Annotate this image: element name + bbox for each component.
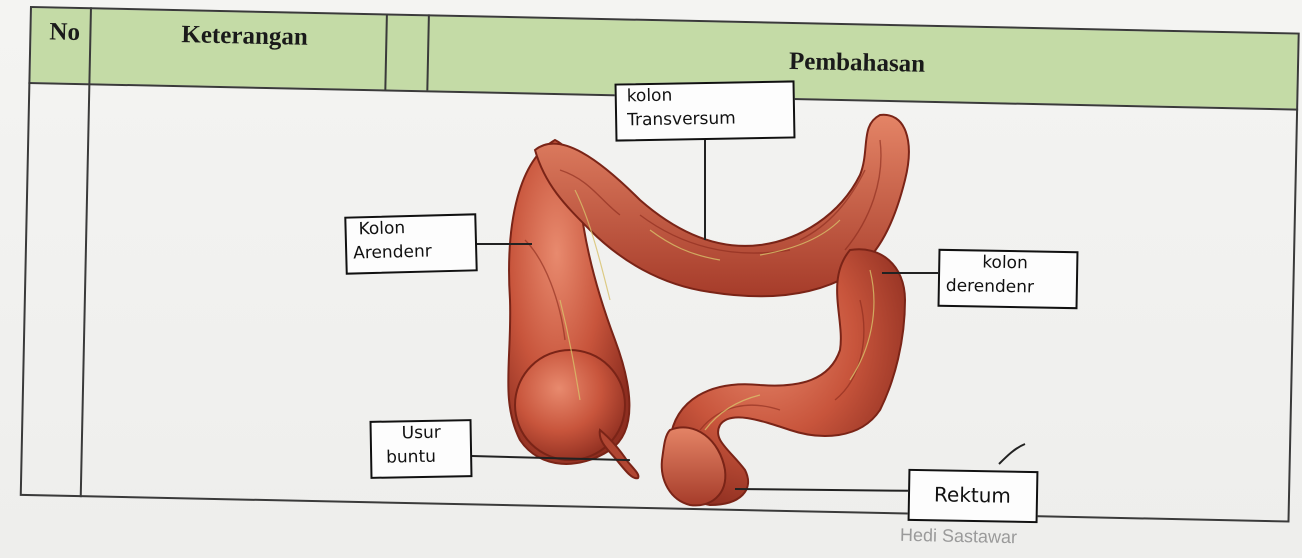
label-kolon-desendens: kolon derendenr — [938, 249, 1079, 309]
leader-kolon-transversum — [704, 140, 706, 240]
label-rektum: Rektum — [908, 469, 1039, 523]
pen-mark — [995, 440, 1035, 470]
label-usus-buntu: Usur buntu — [370, 419, 473, 479]
leader-kolon-asendens — [477, 243, 532, 245]
illustration-credit: Hedi Sastawar — [900, 525, 1017, 548]
leader-kolon-desendens — [882, 272, 938, 274]
label-kolon-transversum: kolon Transversum — [615, 80, 796, 141]
label-kolon-asendens: Kolon Arendenr — [344, 213, 477, 274]
